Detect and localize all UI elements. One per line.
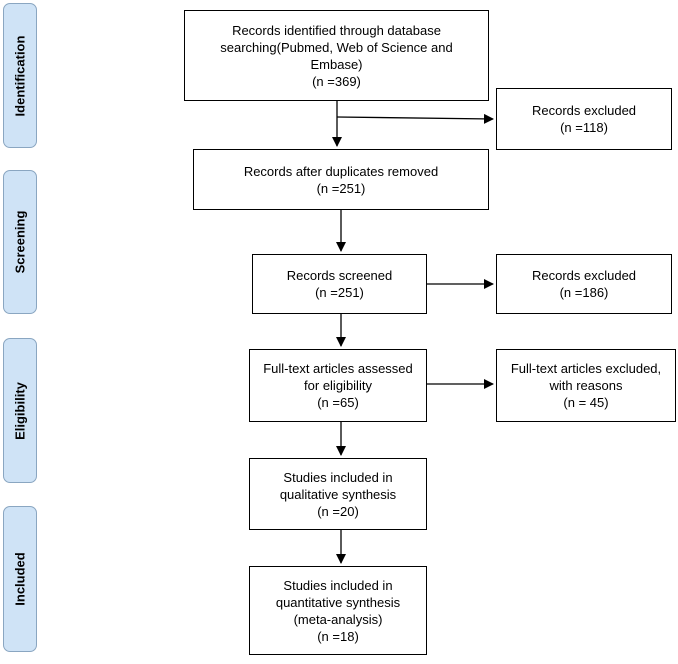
box-line: (n =18): [317, 628, 359, 644]
phase-identification: Identification: [3, 3, 37, 148]
box-line: Full-text articles excluded,: [510, 361, 662, 376]
box-line: (meta-analysis): [293, 611, 383, 627]
phase-included: Included: [3, 506, 37, 652]
box-records-excluded-2: Records excluded (n =186): [496, 254, 672, 314]
box-qualitative-synthesis: Studies included in qualitative synthesi…: [249, 458, 427, 530]
box-line: quantitative synthesis: [275, 594, 401, 610]
box-records-identified: Records identified through database sear…: [184, 10, 489, 101]
box-line: Records excluded: [531, 103, 637, 118]
box-line: (n =118): [560, 120, 608, 135]
box-fulltext-assessed: Full-text articles assessed for eligibil…: [249, 349, 427, 422]
phase-eligibility: Eligibility: [3, 338, 37, 483]
box-line: Records identified through database: [232, 22, 441, 38]
box-line: Studies included in: [283, 469, 393, 485]
box-line: (n = 45): [563, 395, 609, 410]
box-records-excluded-1: Records excluded (n =118): [496, 88, 672, 150]
box-records-screened: Records screened (n =251): [252, 254, 427, 314]
box-line: Studies included in: [283, 577, 393, 593]
phase-screening: Screening: [3, 170, 37, 314]
box-line: Full-text articles assessed: [263, 361, 413, 376]
box-line: (n =20): [317, 503, 359, 519]
box-line: qualitative synthesis: [279, 486, 397, 502]
box-line: Records screened: [286, 268, 393, 283]
box-line: (n =369): [312, 73, 361, 89]
box-quantitative-synthesis: Studies included in quantitative synthes…: [249, 566, 427, 655]
box-line: (n =65): [317, 395, 359, 410]
box-line: Records after duplicates removed: [243, 163, 439, 179]
box-line: Embase): [310, 56, 363, 72]
box-line: (n =186): [559, 285, 609, 300]
box-fulltext-excluded: Full-text articles excluded, with reason…: [496, 349, 676, 422]
arrow-to-excluded-1: [336, 113, 494, 124]
box-records-after-duplicates: Records after duplicates removed (n =251…: [193, 149, 489, 210]
box-line: with reasons: [549, 378, 623, 393]
box-line: for eligibility: [304, 378, 372, 393]
box-line: Records excluded: [531, 268, 637, 283]
box-line: (n =251): [316, 180, 366, 196]
box-line: searching(Pubmed, Web of Science and: [220, 39, 453, 55]
box-line: (n =251): [315, 285, 364, 300]
